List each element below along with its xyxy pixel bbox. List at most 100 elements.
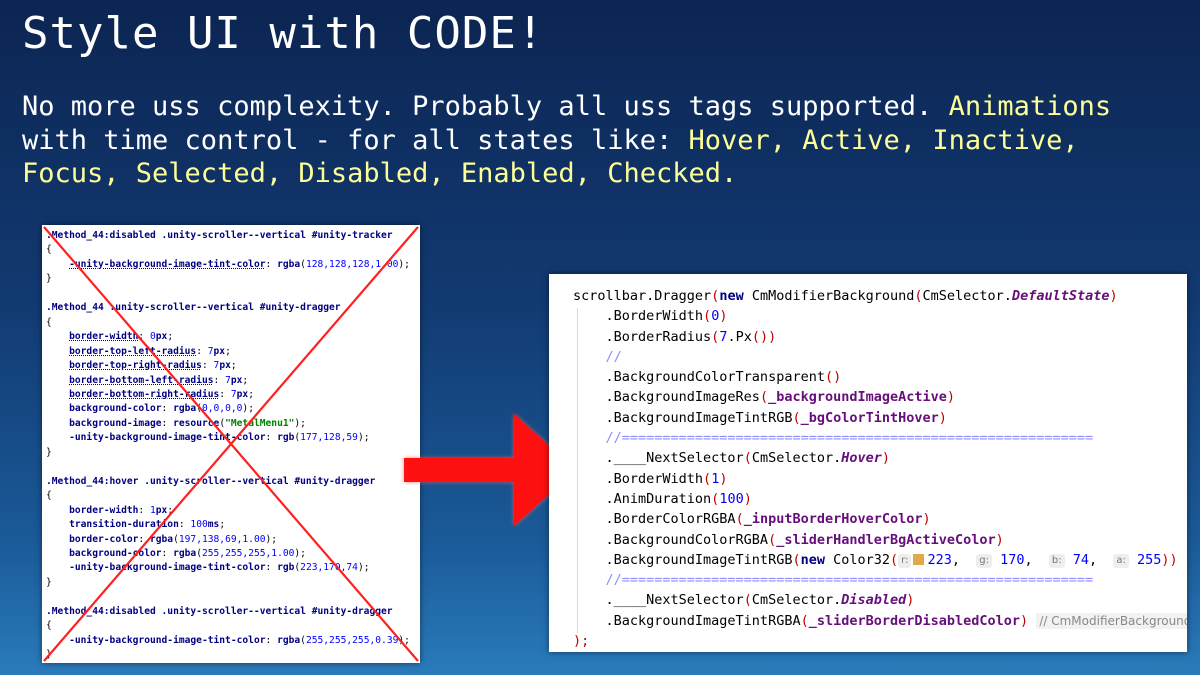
code-token: ()	[824, 369, 842, 386]
subtitle-line-3: Focus, Selected, Disabled, Enabled, Chec…	[22, 157, 1197, 191]
uss-code-line: border-bottom-right-radius: 7px;	[46, 388, 410, 402]
code-token: );	[357, 432, 370, 444]
code-token: // CmModifierBackground	[1036, 612, 1187, 629]
code-token: b:	[1048, 553, 1065, 568]
code-token: CmSelector.	[922, 288, 1012, 304]
csharp-code-line: .BorderRadius(7.Px())	[573, 327, 1187, 347]
code-token: .BorderWidth	[573, 470, 704, 487]
code-token: )	[906, 592, 915, 609]
uss-code-line: .Method_44:disabled .unity-scroller--ver…	[46, 605, 410, 619]
code-token: (	[792, 409, 801, 426]
code-token: r:	[898, 553, 912, 568]
code-token: )	[719, 308, 728, 325]
code-token: :	[138, 504, 150, 516]
code-token: ;	[248, 388, 254, 400]
code-token: {	[46, 620, 52, 632]
uss-code-line: background-color: rgba(255,255,255,1.00)…	[46, 547, 410, 561]
code-token: :	[219, 388, 231, 400]
code-token: _sliderHandlerBgActiveColor	[776, 531, 996, 548]
code-token	[46, 432, 69, 443]
code-token: border-width	[69, 331, 139, 343]
code-token: );	[398, 258, 410, 270]
code-token: ;	[230, 360, 237, 372]
code-token: ;	[225, 345, 231, 357]
code-token: border-top-left-radius	[69, 345, 197, 357]
code-token: :	[265, 562, 278, 574]
uss-code-line: {	[46, 619, 410, 633]
code-token: background-color	[69, 403, 162, 415]
code-token: _backgroundImageActive	[768, 389, 947, 406]
code-token: )	[1109, 288, 1118, 304]
code-token: background-image	[69, 417, 162, 429]
code-token: :	[213, 374, 226, 386]
code-token: ;	[167, 504, 174, 516]
code-token: ,	[951, 551, 977, 568]
code-token: );	[294, 417, 306, 429]
csharp-code-line: .BorderWidth(0)	[573, 306, 1187, 326]
code-token: .Method_44 .unity-scroller--vertical #un…	[46, 302, 341, 314]
uss-code-line: }	[46, 446, 410, 460]
code-token: )	[1020, 612, 1029, 629]
csharp-code-line: //======================================…	[573, 428, 1187, 448]
csharp-code-line: .BackgroundImageTintRGB(new Color32(r:22…	[573, 550, 1187, 570]
code-token: -unity-background-image-tint-color	[69, 258, 266, 270]
code-token: (	[890, 551, 899, 568]
code-token: CmModifierBackground	[751, 288, 915, 304]
code-token: :	[138, 331, 150, 343]
code-token: );	[265, 533, 278, 545]
code-token: ())	[751, 328, 777, 345]
code-token: px	[219, 360, 231, 372]
code-token: 223	[927, 551, 952, 568]
code-token: .BackgroundImageTintRGB	[573, 409, 793, 426]
subtitle-text: No more uss complexity. Probably all uss…	[22, 91, 949, 122]
page-title: Style UI with CODE!	[22, 8, 545, 59]
code-token: )	[922, 511, 931, 528]
page-subtitle: No more uss complexity. Probably all uss…	[22, 90, 1197, 191]
code-token: Color32	[833, 551, 891, 568]
code-token: );	[357, 562, 370, 574]
code-token: 7	[719, 328, 728, 345]
uss-code-line: background-color: rgba(0,0,0,0);	[46, 402, 410, 416]
code-token: 1	[711, 470, 720, 487]
code-token	[46, 259, 69, 270]
code-token: (	[743, 592, 752, 609]
code-token: (	[792, 551, 801, 568]
code-token: rgba	[149, 533, 174, 545]
uss-code-line	[46, 590, 410, 604]
code-token: px	[230, 374, 243, 386]
code-token: rgba	[173, 547, 197, 559]
code-token	[46, 418, 69, 429]
code-token: .Method_44:hover .unity-scroller--vertic…	[46, 475, 376, 487]
code-token: -unity-background-image-tint-color	[69, 432, 266, 444]
arrow-right-icon	[404, 414, 576, 526]
code-token: 197,138,69,1.00	[178, 533, 266, 545]
csharp-code-line: .BackgroundColorTransparent()	[573, 367, 1187, 387]
code-token: :	[161, 417, 174, 429]
uss-code-block: .Method_44:disabled .unity-scroller--ver…	[46, 229, 410, 663]
code-token: 223,170,74	[300, 562, 358, 574]
code-token: .BorderRadius	[573, 328, 712, 345]
code-token: 177,128,59	[300, 432, 358, 444]
code-token	[46, 505, 69, 516]
code-token: :	[265, 258, 278, 270]
code-token: 100	[190, 519, 208, 531]
uss-code-line	[46, 287, 410, 301]
code-token: :	[161, 403, 174, 415]
uss-code-line: {	[46, 489, 410, 503]
code-token: px	[236, 388, 249, 400]
code-token: :	[265, 432, 278, 444]
code-token: .BackgroundColorRGBA	[573, 531, 769, 548]
csharp-code-line: .____NextSelector(CmSelector.Hover)	[573, 448, 1187, 468]
uss-code-line: .Method_44 .unity-scroller--vertical #un…	[46, 301, 410, 315]
indent-guide	[577, 308, 578, 633]
uss-code-panel: .Method_44:disabled .unity-scroller--ver…	[42, 225, 420, 663]
code-token: px	[155, 504, 168, 516]
code-token: .BackgroundImageTintRGB	[573, 551, 793, 568]
subtitle-highlight: Focus, Selected, Disabled, Enabled, Chec…	[22, 158, 738, 189]
code-token: (	[711, 490, 720, 507]
code-token: _sliderBorderDisabledColor	[808, 612, 1021, 629]
code-token: );	[398, 634, 410, 646]
csharp-code-line: );	[573, 631, 1187, 651]
csharp-code-line: .AnimDuration(100)	[573, 489, 1187, 509]
csharp-code-block: scrollbar.Dragger(new CmModifierBackgrou…	[573, 286, 1187, 651]
